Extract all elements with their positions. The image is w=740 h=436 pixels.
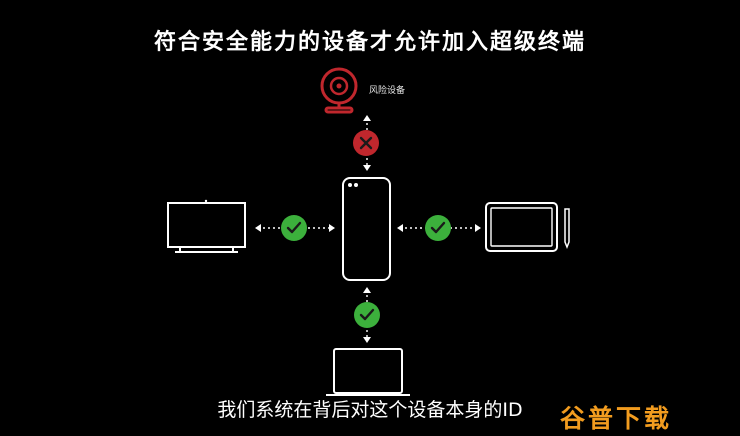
arrow-left-right <box>329 224 335 232</box>
watermark-logo: 谷普下载 <box>560 404 673 433</box>
risk-device-label: 风险设备 <box>369 86 406 96</box>
deny-badge-icon <box>353 130 379 156</box>
arrow-right-left <box>397 224 403 232</box>
ok-badge-right-icon <box>425 215 451 241</box>
monitor-icon <box>167 199 246 253</box>
ok-badge-bottom-icon <box>354 302 380 328</box>
arrow-bottom-down <box>363 337 371 343</box>
arrow-top-down <box>363 165 371 171</box>
arrow-heads <box>255 115 481 343</box>
arrow-right-right <box>475 224 481 232</box>
phone-icon <box>342 177 391 281</box>
tablet-icon <box>485 202 570 252</box>
subtitle-caption: 我们系统在背后对这个设备本身的ID <box>217 399 523 421</box>
arrow-bottom-up <box>363 287 371 293</box>
arrow-left-left <box>255 224 261 232</box>
webcam-icon <box>320 67 358 114</box>
page-title: 符合安全能力的设备才允许加入超级终端 <box>153 30 586 55</box>
laptop-icon <box>326 348 410 396</box>
ok-badge-left-icon <box>281 215 307 241</box>
arrow-top-up <box>363 115 371 121</box>
